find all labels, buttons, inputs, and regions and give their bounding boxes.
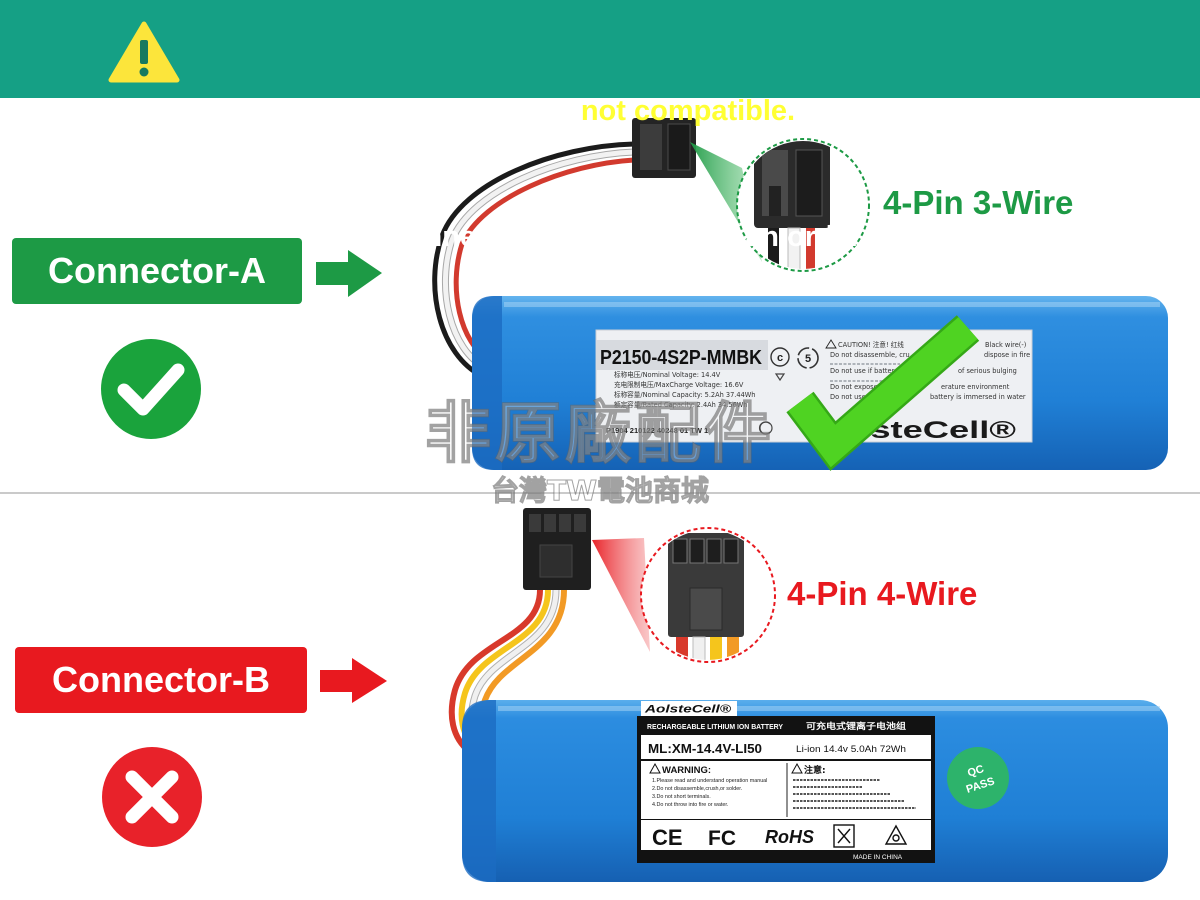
ce-mark: CE [652,825,683,850]
banner-line-1: These two connectors are not compatible.… [215,90,985,132]
watermark: 非原廠配件 台灣TW電池商城 [424,394,775,507]
recycle-icon [884,824,908,845]
battery-a-caution-line: Do not use [830,393,866,401]
battery-a-spec-line: 标称容量/Nominal Capacity: 5.2Ah 37.44Wh [614,390,755,399]
svg-text:非原廠配件: 非原廠配件 [425,395,775,472]
banner-highlight: not compatible. [580,95,796,127]
connector-b-plug [523,508,591,590]
battery-b-caution-title-cn: 注意: [804,764,826,776]
battery-a-spec-line: 标称电压/Nominal Voltage: 14.4V [614,370,721,379]
banner-text: Please check [795,95,986,127]
zoom-beam-b [592,538,650,652]
battery-b-rating: Li-ion 14.4v 5.0Ah 72Wh [796,744,906,755]
connector-a-spec: 4-Pin 3-Wire [883,184,1074,221]
battery-a-caution-line: of serious bulging [958,367,1017,375]
certification-mark-c: c [770,347,790,367]
battery-b-title-en: RECHARGEABLE LITHIUM ION BATTERY [647,724,783,731]
connector-a-badge: Connector-A [12,238,302,304]
battery-b-origin: MADE IN CHINA [853,854,903,861]
cross-circle-icon [102,747,202,847]
svg-text:5: 5 [805,353,811,365]
battery-b-label: RECHARGEABLE LITHIUM ION BATTERY 可充电式锂离子… [637,716,935,863]
recycle-icon [759,373,786,435]
battery-b-warning-line: 2.Do not disassemble,crush,or solder. [652,786,742,792]
battery-b-warning-title: WARNING: [662,765,711,776]
battery-a-caution-line: Do not expose [830,383,878,391]
banner-text: These two connectors are [215,95,581,127]
battery-a-caution-line: Do not disassemble, cru [830,351,910,359]
weee-bin-icon [833,824,855,848]
battery-a-wires [432,141,638,379]
battery-b-warning-line: 4.Do not throw into fire or water. [652,802,728,808]
svg-text:台灣TW電池商城: 台灣TW電池商城 [491,474,709,507]
big-check-mark [786,315,980,471]
battery-b-cn-fineprint [793,779,916,809]
battery-a-caution-line: Do not use if batter [830,367,895,375]
arrow-right-icon [316,250,382,297]
battery-a-spec-line: 充电限制电压/MaxCharge Voltage: 16.6V [614,380,744,389]
battery-a-spec-line: 额定容量/Rated Capacity: 2.4Ah 34.56Wh [614,400,748,409]
battery-b-warning-line: 1.Please read and understand operation m… [652,778,767,784]
qc-pass-badge: QC PASS [947,747,1009,809]
battery-a-caution-wire: Black wire(-) [985,341,1026,349]
warning-banner: These two connectors are not compatible.… [0,0,1200,253]
check-circle-icon [101,339,201,439]
svg-text:AolsteCell®: AolsteCell® [644,704,733,716]
battery-a-caution-line: battery is immersed in water [930,393,1026,401]
battery-a-serial: P1904 210122 40248 01 TW 1 [606,426,708,435]
rohs-mark: RoHS [765,827,814,847]
battery-a-model: P2150-4S2P-MMBK [600,347,762,369]
svg-text:c: c [777,352,783,364]
recycle-period-mark: 5 [797,347,819,369]
connector-a-zoom [736,138,870,272]
caution-warning-icon [825,339,837,349]
battery-a-caution-title: CAUTION! 注意! 红线 [838,340,904,349]
warning-triangle-icon [791,762,803,774]
connector-b-badge: Connector-B [15,647,307,713]
connector-a-plug [632,118,696,178]
battery-b-warning-line: 3.Do not short terminals. [652,794,711,800]
banner-line-2: your battery connector before placing an… [215,221,868,253]
warning-triangle-icon [108,21,180,83]
battery-b-model: ML:XM-14.4V-LI50 [648,742,762,756]
arrow-right-icon [320,658,387,703]
battery-a-caution-line: erature environment [941,383,1010,391]
warning-triangle-icon [649,762,661,774]
fc-mark: FC [708,827,736,850]
connector-b-zoom [640,527,776,663]
banner-message: These two connectors are not compatible.… [215,6,985,342]
battery-a-caution-line: dispose in fire [984,351,1030,359]
battery-b-brand-tag: AolsteCell® [641,701,737,716]
connector-b-spec: 4-Pin 4-Wire [787,575,978,612]
svg-text:QC: QC [966,763,985,780]
battery-b-title-cn: 可充电式锂离子电池组 [806,721,907,732]
